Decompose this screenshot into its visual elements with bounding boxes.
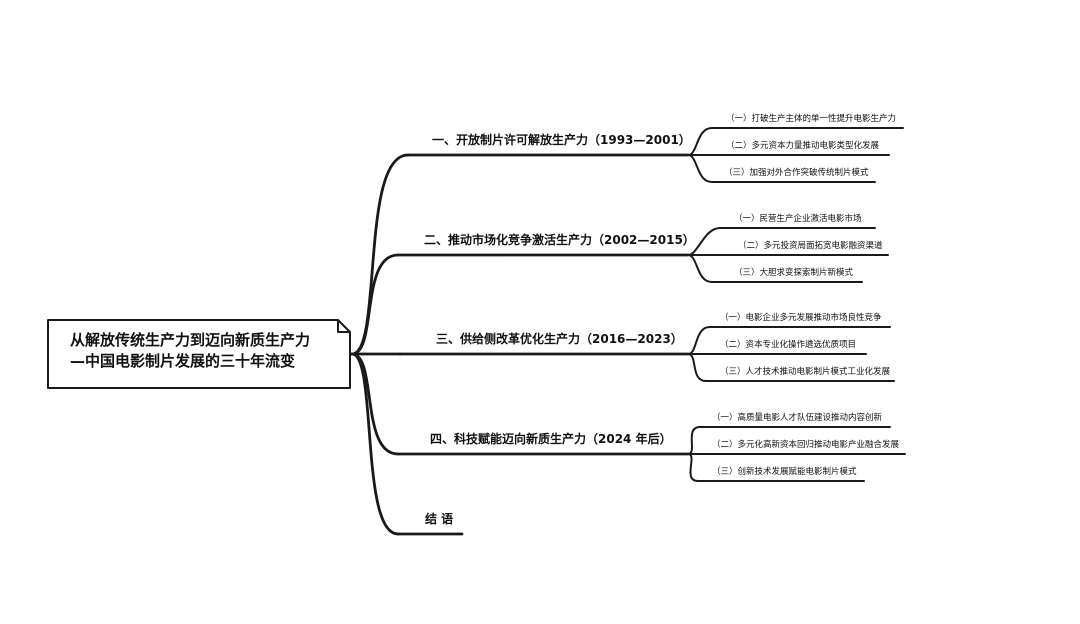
leaf-connector-1-1 — [687, 127, 713, 156]
branch-label-2[interactable]: 二、推动市场化竞争激活生产力（2002—2015） — [424, 233, 695, 247]
leaf-connector-2-3 — [687, 254, 713, 283]
leaf-label-1-3[interactable]: （三）加强对外合作突破传统制片模式 — [724, 168, 869, 178]
branch-label-3[interactable]: 三、供给侧改革优化生产力（2016—2023） — [436, 332, 683, 346]
branch-connector-2 — [350, 253, 400, 356]
branch-connector-4 — [350, 352, 400, 456]
root-title-line-2: —中国电影制片发展的三十年流变 — [70, 352, 296, 370]
root-box-outline — [47, 319, 351, 389]
leaf-label-4-1[interactable]: （一）高质量电影人才队伍建设推动内容创新 — [712, 413, 883, 423]
leaf-label-2-3[interactable]: （三）大胆求变探索制片新模式 — [734, 268, 854, 278]
branch-label-1[interactable]: 一、开放制片许可解放生产力（1993—2001） — [432, 133, 691, 147]
root-title-line-1: 从解放传统生产力到迈向新质生产力 — [70, 331, 311, 349]
branch-label-5[interactable]: 结 语 — [425, 512, 454, 526]
root-node[interactable]: 从解放传统生产力到迈向新质生产力 —中国电影制片发展的三十年流变 — [48, 320, 350, 388]
leaf-connector-1-3 — [687, 154, 713, 183]
leaf-connector-4-1 — [687, 426, 701, 455]
leaf-label-3-3[interactable]: （三）人才技术推动电影制片模式工业化发展 — [720, 367, 891, 377]
leaf-connector-3-3 — [687, 353, 707, 382]
branch-label-4[interactable]: 四、科技赋能迈向新质生产力（2024 年后） — [430, 432, 672, 446]
leaf-label-3-1[interactable]: （一）电影企业多元发展推动市场良性竞争 — [720, 313, 882, 323]
branch-connector-5 — [350, 352, 400, 536]
leaf-label-2-1[interactable]: （一）民营生产企业激活电影市场 — [734, 214, 862, 224]
leaf-label-3-2[interactable]: （二）资本专业化操作遴选优质项目 — [720, 340, 857, 350]
leaf-label-4-3[interactable]: （三）创新技术发展赋能电影制片模式 — [712, 467, 857, 477]
leaf-label-4-2[interactable]: （二）多元化高新资本回归推动电影产业融合发展 — [712, 440, 900, 450]
leaf-connector-4-3 — [687, 453, 699, 482]
leaf-label-1-2[interactable]: （二）多元资本力量推动电影类型化发展 — [726, 141, 880, 151]
leaf-connector-3-1 — [687, 326, 711, 355]
leaf-label-1-1[interactable]: （一）打破生产主体的单一性提升电影生产力 — [726, 114, 897, 124]
leaf-label-2-2[interactable]: （二）多元投资局面拓宽电影融资渠道 — [738, 241, 883, 251]
